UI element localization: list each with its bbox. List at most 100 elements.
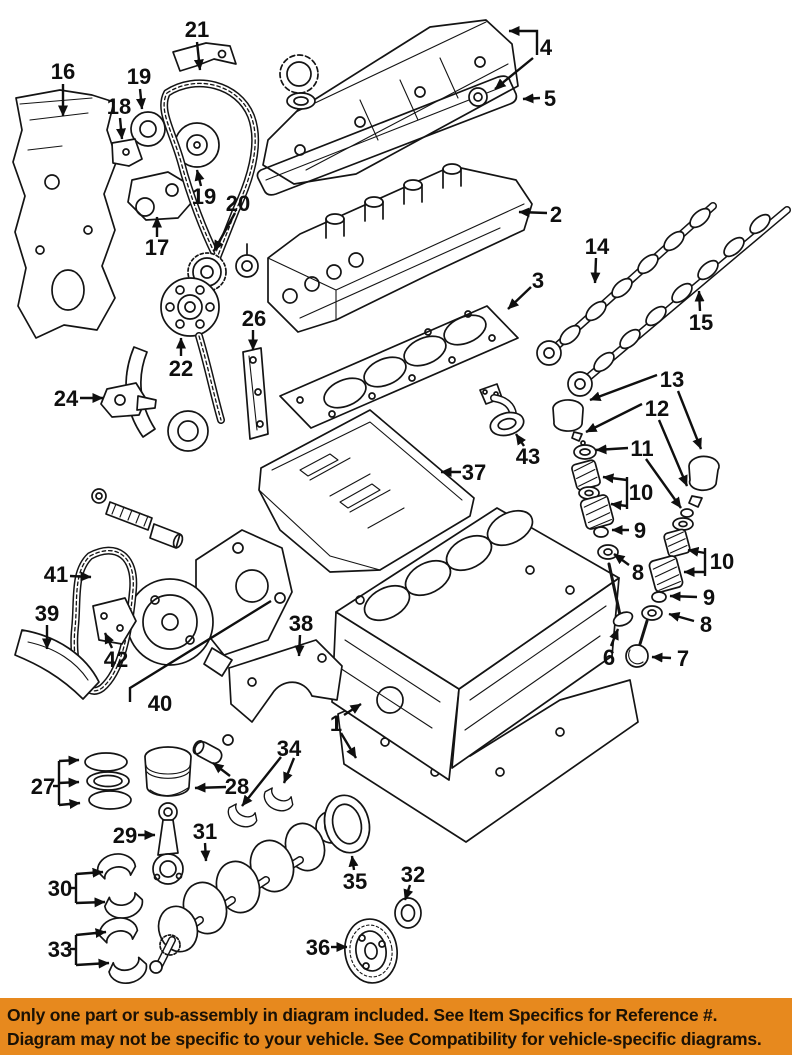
part-label-42: 42 <box>104 647 128 672</box>
leader-line-10 <box>687 546 706 557</box>
part-label-10: 10 <box>710 549 734 574</box>
leader-line-34 <box>241 756 282 807</box>
part-label-21: 21 <box>185 17 209 42</box>
engine-block-part-1 <box>331 507 639 843</box>
leader-line-2 <box>518 207 548 218</box>
cam-sprocket-part-22 <box>160 277 220 337</box>
leader-line-30 <box>75 867 104 878</box>
main-bearings-part-30 <box>96 853 144 919</box>
part-label-39: 39 <box>35 601 59 626</box>
relief-valve-parts <box>91 488 184 549</box>
leader-line-19 <box>135 88 146 110</box>
part-label-3: 3 <box>532 268 544 293</box>
part-label-20: 20 <box>226 191 250 216</box>
pump-belt-part-41 <box>70 546 138 695</box>
disclaimer-line-2: Diagram may not be specific to your vehi… <box>7 1029 762 1049</box>
disclaimer-line-1: Only one part or sub-assembly in diagram… <box>7 1005 718 1025</box>
leader-line-6 <box>609 628 620 647</box>
leader-line-20 <box>212 212 237 252</box>
part-label-36: 36 <box>306 935 330 960</box>
leader-line-11 <box>595 444 629 455</box>
part-label-17: 17 <box>145 235 169 260</box>
part-label-10: 10 <box>629 480 653 505</box>
leader-line-1 <box>343 702 362 717</box>
front-seal-part-32 <box>394 897 422 929</box>
bracket-part-18 <box>111 138 143 167</box>
timing-cover-part <box>12 89 118 339</box>
piston-part-28 <box>144 734 234 797</box>
part-label-15: 15 <box>689 310 713 335</box>
oil-pump-part-40 <box>126 529 293 677</box>
leader-line-43 <box>515 433 526 447</box>
part-label-18: 18 <box>107 94 131 119</box>
leader-line-4 <box>494 57 534 90</box>
valve-train-right-parts <box>625 455 720 668</box>
rod-bearings-part-33 <box>98 917 148 984</box>
disclaimer-banner: Only one part or sub-assembly in diagram… <box>0 998 792 1055</box>
head-gasket-part-3 <box>279 305 519 429</box>
part-label-34: 34 <box>277 736 302 761</box>
leader-line-9 <box>669 591 698 602</box>
crank-pulley-part-36 <box>344 918 398 984</box>
bracket-part-42 <box>92 597 137 645</box>
mount-bracket-part-38 <box>228 639 343 723</box>
leader-line-4 <box>508 26 539 55</box>
part-label-33: 33 <box>48 937 72 962</box>
part-label-29: 29 <box>113 823 137 848</box>
leader-line-32 <box>403 884 414 901</box>
part-label-5: 5 <box>544 86 556 111</box>
part-label-11: 11 <box>630 436 653 461</box>
leader-line-27 <box>58 755 80 766</box>
leader-line-28 <box>212 762 231 777</box>
leader-line-27 <box>58 777 80 788</box>
part-label-30: 30 <box>48 876 72 901</box>
part-label-16: 16 <box>51 59 75 84</box>
part-label-37: 37 <box>462 460 486 485</box>
belt-cover-part-39 <box>14 629 100 700</box>
part-label-43: 43 <box>516 444 540 469</box>
rear-main-seal-part-35 <box>323 794 371 854</box>
camshaft-part-15 <box>567 206 791 397</box>
tensioner-part-17 <box>127 171 193 221</box>
part-label-28: 28 <box>225 774 249 799</box>
leader-line-14 <box>590 257 601 284</box>
leader-line-3 <box>507 286 532 310</box>
valve-cover-part-4 <box>262 19 519 185</box>
part-label-2: 2 <box>550 202 562 227</box>
leader-line-34 <box>282 757 296 784</box>
part-label-24: 24 <box>54 386 79 411</box>
part-label-27: 27 <box>31 774 55 799</box>
leader-line-13 <box>589 373 658 402</box>
leader-line-30 <box>75 897 106 908</box>
part-label-14: 14 <box>585 234 610 259</box>
leader-line-1 <box>339 732 358 759</box>
leader-line-41 <box>69 571 92 582</box>
connecting-rod-part-29 <box>152 802 184 885</box>
crank-seal-part-23 <box>167 410 209 452</box>
part-label-32: 32 <box>401 862 425 887</box>
part-label-13: 13 <box>660 367 684 392</box>
part-label-1: 1 <box>330 711 342 736</box>
oil-pan-part-37 <box>258 409 475 573</box>
leader-line-5 <box>522 93 541 104</box>
leader-line-12 <box>585 402 643 434</box>
part-label-38: 38 <box>289 611 313 636</box>
camshaft-part-14 <box>536 202 717 366</box>
cylinder-head-part-2 <box>267 163 533 333</box>
leader-line-19 <box>194 169 205 187</box>
part-label-41: 41 <box>44 562 68 587</box>
leader-line-8 <box>668 612 695 623</box>
piston-rings-part-27 <box>84 752 132 810</box>
crankshaft-part-31 <box>149 810 349 974</box>
part-label-26: 26 <box>242 306 266 331</box>
part-label-40: 40 <box>148 691 172 716</box>
part-label-9: 9 <box>634 518 646 543</box>
part-label-6: 6 <box>603 645 615 670</box>
timing-chain-lower-part <box>195 332 225 424</box>
leader-line-35 <box>348 855 359 871</box>
leader-line-33 <box>75 928 107 939</box>
chain-guide-part-26 <box>242 347 269 440</box>
leader-line-33 <box>75 958 110 969</box>
